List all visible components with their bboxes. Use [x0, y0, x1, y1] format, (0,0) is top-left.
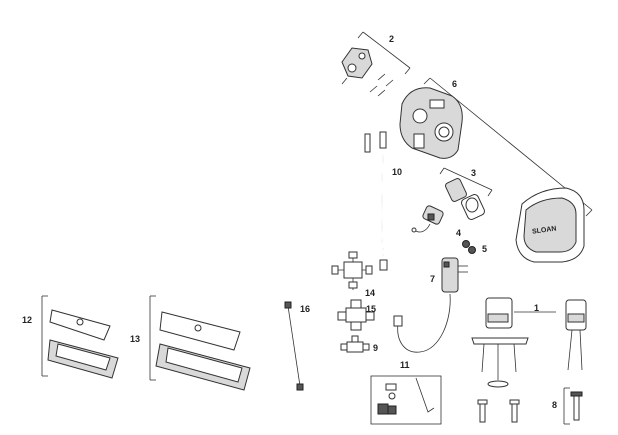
- callout-1: 1: [534, 303, 539, 313]
- callout-4: 4: [456, 228, 461, 238]
- part-10-supply-hose: 10: [364, 131, 402, 271]
- callout-13: 13: [130, 334, 140, 344]
- part-4-solenoid-operator: 4: [411, 205, 461, 238]
- callout-3: 3: [471, 168, 476, 178]
- part-14-cross-tee: 14: [331, 251, 375, 298]
- callout-15: 15: [366, 304, 376, 314]
- part-16-rod: 16: [284, 301, 310, 391]
- part-1-faucet: 1: [471, 297, 587, 388]
- callout-9: 9: [373, 343, 378, 353]
- part-3-solenoid: 3: [439, 167, 493, 220]
- part-7-power-adapter: 7: [393, 257, 468, 353]
- callout-12: 12: [22, 315, 32, 325]
- part-15-tee-fitting: 15: [337, 299, 376, 331]
- callout-6: 6: [452, 79, 457, 89]
- callout-10: 10: [392, 167, 402, 177]
- callout-2: 2: [389, 34, 394, 44]
- callout-16: 16: [300, 304, 310, 314]
- part-8-mounting-studs: 8: [477, 387, 583, 425]
- part-13-deck-plate: 13: [130, 295, 251, 391]
- part-12-deck-plate: 12: [22, 295, 119, 379]
- part-11-hardware-kit: 11: [370, 360, 442, 425]
- callout-5: 5: [482, 244, 487, 254]
- part-2-mounting-bracket: 2: [341, 31, 411, 97]
- callout-7: 7: [430, 274, 435, 284]
- callout-14: 14: [365, 288, 375, 298]
- part-5-nuts: 5: [462, 240, 487, 254]
- callout-8: 8: [552, 400, 557, 410]
- callout-11: 11: [400, 360, 410, 370]
- part-6-valve-housing: 6: [399, 77, 593, 217]
- part-9-small-tee: 9: [340, 335, 378, 353]
- sensor-cover: SLOAN: [515, 187, 585, 263]
- sloan-logo-text: SLOAN: [532, 225, 557, 235]
